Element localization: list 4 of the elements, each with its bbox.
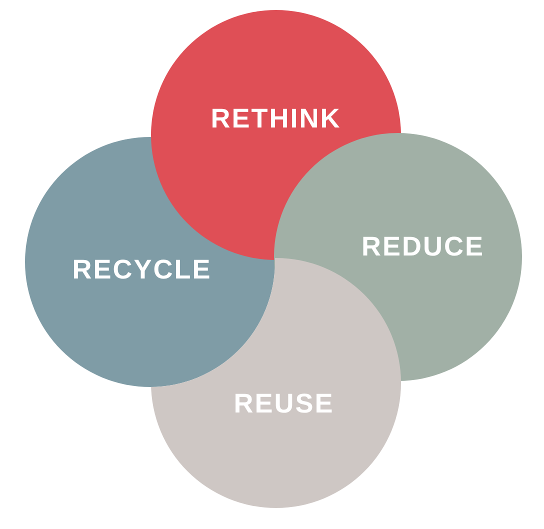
circle-label: RECYCLE	[72, 256, 212, 284]
circle-label: RETHINK	[210, 106, 342, 132]
circle-label: REDUCE	[362, 234, 484, 260]
circle-label: REUSE	[234, 390, 334, 418]
